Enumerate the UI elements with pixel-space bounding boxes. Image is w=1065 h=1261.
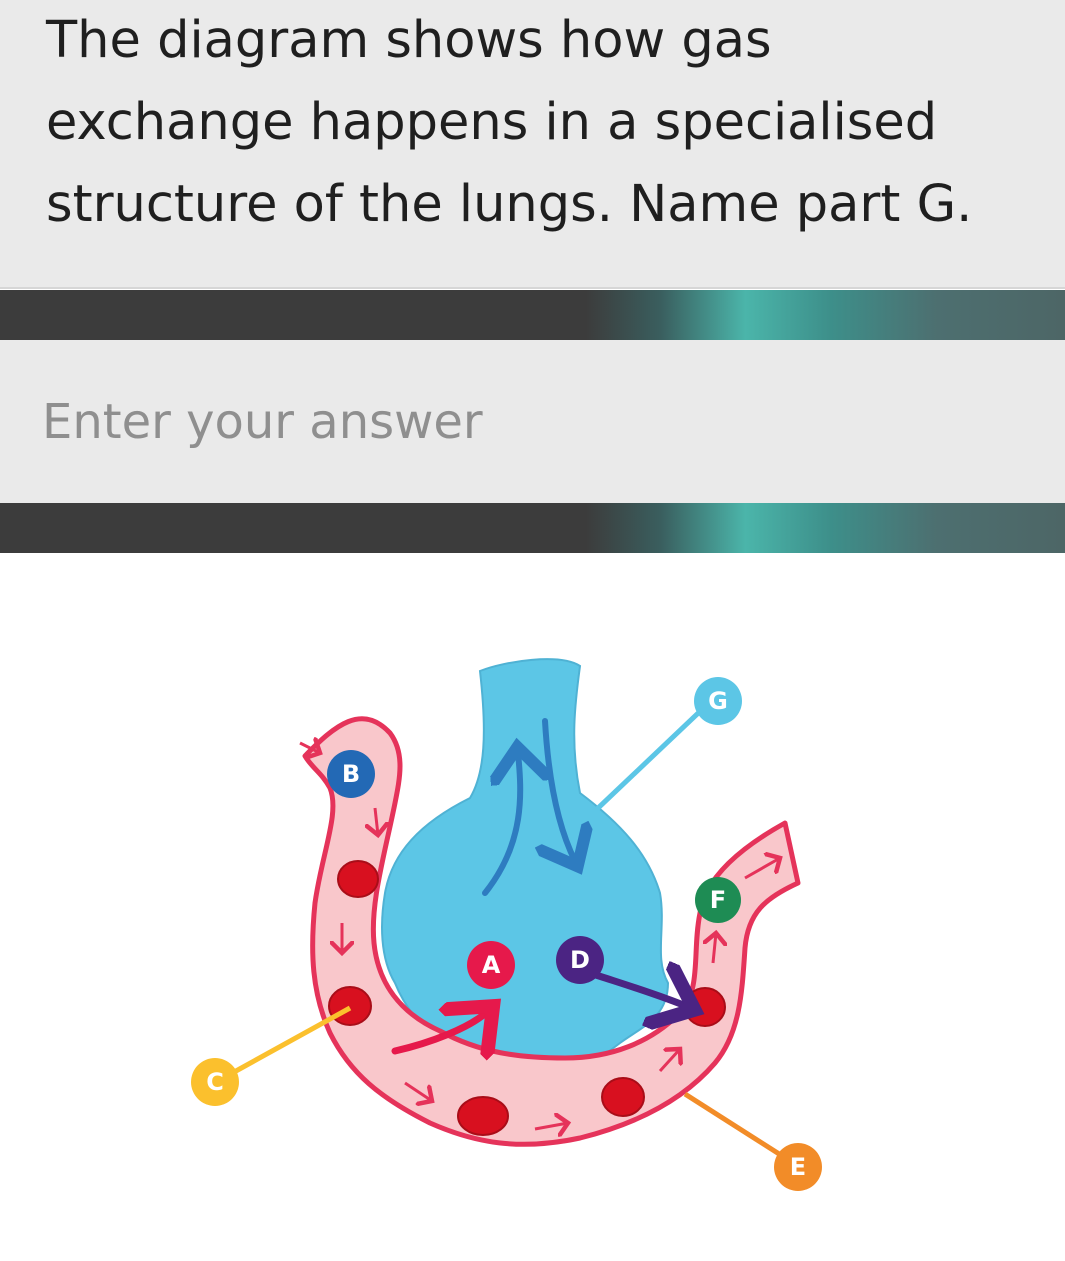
blood-flow-arrow [713, 933, 716, 964]
label-e-text: E [790, 1153, 806, 1181]
label-c-text: C [206, 1068, 224, 1096]
leader-line-g [594, 698, 714, 812]
alveolus-diagram: G B F A D C E [0, 553, 1065, 1261]
label-b-text: B [342, 760, 360, 788]
label-b: B [327, 750, 375, 798]
label-f: F [695, 877, 741, 923]
blood-flow-arrow [534, 1123, 568, 1129]
alveolus-diagram-svg: G B F A D C E [191, 658, 822, 1191]
answer-input[interactable] [0, 340, 1065, 503]
label-f-text: F [710, 886, 726, 914]
label-a-text: A [482, 951, 501, 979]
oxygen-diffusion-arrow [391, 1011, 488, 1051]
red-blood-cell [337, 860, 379, 898]
blood-flow-arrow [404, 1081, 432, 1101]
label-g-text: G [708, 687, 728, 715]
alveolus [381, 658, 670, 1073]
label-e: E [774, 1143, 822, 1191]
label-d: D [556, 936, 604, 984]
answer-field-top-bar [0, 290, 1065, 340]
label-g: G [694, 677, 742, 725]
answer-field-bottom-bar [0, 503, 1065, 553]
air-in-arrow [482, 753, 520, 896]
red-blood-cell [601, 1077, 645, 1117]
question-panel: The diagram shows how gas exchange happe… [0, 0, 1065, 289]
blood-flow-arrow [658, 1049, 680, 1073]
blood-flow-arrow [744, 858, 780, 880]
question-text: The diagram shows how gas exchange happe… [46, 11, 973, 234]
red-blood-cell [457, 1096, 509, 1136]
leader-line-c [214, 1005, 352, 1085]
label-a: A [467, 941, 515, 989]
label-c: C [191, 1058, 239, 1106]
red-blood-cell [328, 986, 372, 1026]
carbon-dioxide-arrow [586, 973, 688, 1007]
blood-flow-arrow [375, 807, 378, 835]
label-d-text: D [570, 946, 590, 974]
air-out-arrow [545, 718, 575, 861]
blood-flow-arrow [299, 743, 320, 753]
